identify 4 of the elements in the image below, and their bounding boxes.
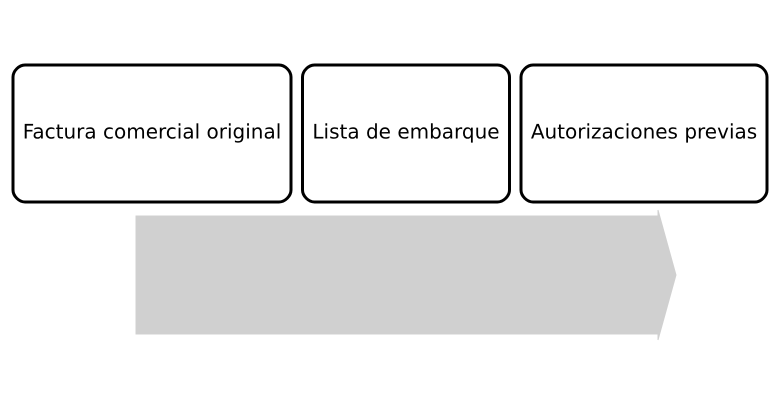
node-arrow — [135, 209, 676, 340]
node-box: Autorizaciones previas — [519, 63, 768, 203]
node-box: Lista de embarque — [300, 63, 510, 203]
node-box: Factura comercial original — [11, 63, 292, 203]
